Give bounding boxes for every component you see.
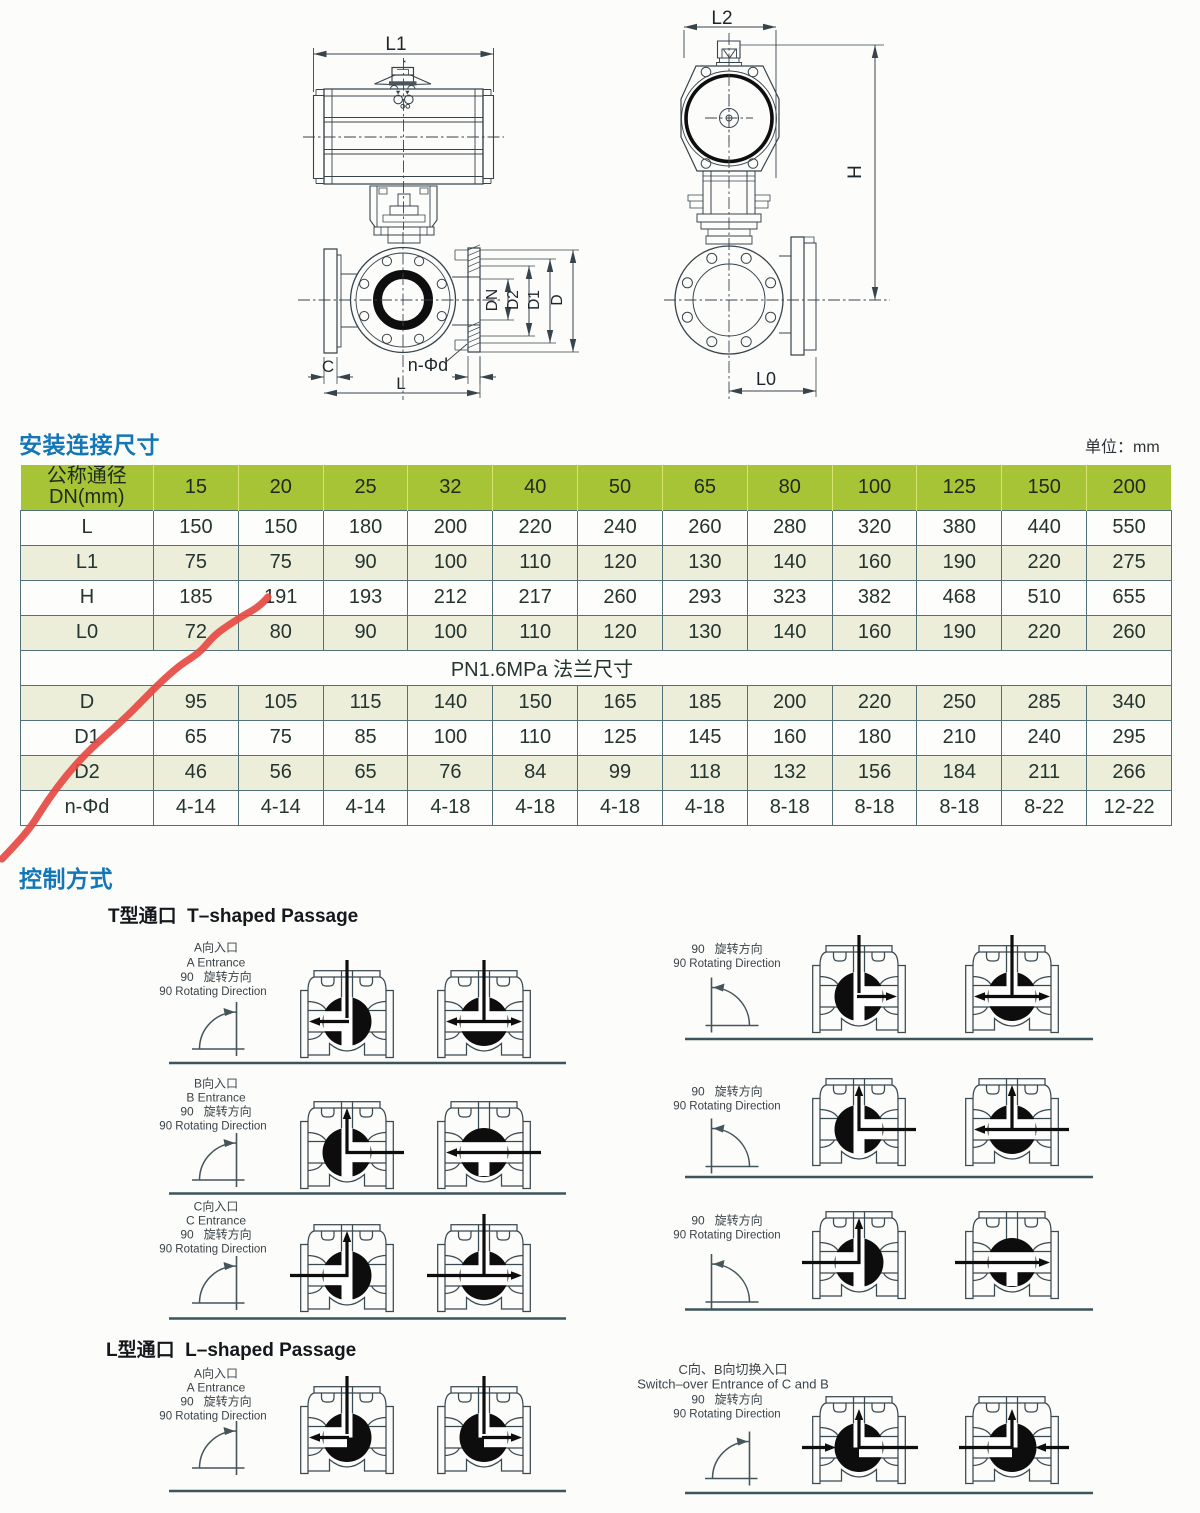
- svg-text:D2: D2: [505, 290, 522, 310]
- svg-text:90 旋转方向: 90 旋转方向: [691, 1392, 762, 1407]
- svg-text:90 Rotating Direction: 90 Rotating Direction: [673, 1101, 780, 1113]
- svg-text:90 旋转方向: 90 旋转方向: [691, 941, 762, 956]
- svg-text:90 Rotating Direction: 90 Rotating Direction: [159, 1121, 266, 1133]
- svg-text:L1: L1: [385, 34, 406, 55]
- svg-text:90 旋转方向: 90 旋转方向: [180, 1227, 251, 1242]
- svg-text:B Entrance: B Entrance: [186, 1091, 246, 1105]
- svg-text:A Entrance: A Entrance: [187, 1381, 246, 1395]
- svg-text:C Entrance: C Entrance: [186, 1214, 246, 1228]
- svg-text:D1: D1: [526, 290, 543, 310]
- svg-text:90 Rotating Direction: 90 Rotating Direction: [673, 1230, 780, 1242]
- svg-text:Switch–over Entrance of C and: Switch–over Entrance of C and B: [637, 1377, 829, 1392]
- svg-text:90 旋转方向: 90 旋转方向: [180, 969, 251, 984]
- svg-text:H: H: [845, 165, 866, 179]
- svg-text:C: C: [322, 357, 334, 376]
- svg-text:n-Φd: n-Φd: [408, 355, 448, 375]
- svg-text:90 Rotating Direction: 90 Rotating Direction: [159, 1244, 266, 1256]
- svg-text:L2: L2: [711, 8, 732, 29]
- svg-text:D: D: [549, 294, 566, 305]
- svg-text:L: L: [396, 374, 405, 393]
- svg-text:B向入口: B向入口: [194, 1076, 238, 1091]
- svg-text:A向入口: A向入口: [194, 1366, 238, 1381]
- svg-text:90 旋转方向: 90 旋转方向: [180, 1394, 251, 1409]
- svg-text:DN: DN: [484, 289, 501, 311]
- svg-text:A Entrance: A Entrance: [187, 956, 246, 970]
- svg-text:90 Rotating Direction: 90 Rotating Direction: [159, 1411, 266, 1423]
- svg-text:90 Rotating Direction: 90 Rotating Direction: [159, 986, 266, 998]
- svg-text:90 旋转方向: 90 旋转方向: [691, 1084, 762, 1099]
- svg-text:C向、B向切换入口: C向、B向切换入口: [678, 1362, 787, 1377]
- svg-text:90 旋转方向: 90 旋转方向: [691, 1213, 762, 1228]
- svg-text:A向入口: A向入口: [194, 940, 238, 955]
- svg-text:90 Rotating Direction: 90 Rotating Direction: [673, 1409, 780, 1421]
- svg-text:90 旋转方向: 90 旋转方向: [180, 1104, 251, 1119]
- svg-text:L0: L0: [756, 369, 776, 389]
- svg-text:90 Rotating Direction: 90 Rotating Direction: [673, 958, 780, 970]
- svg-text:C向入口: C向入口: [194, 1199, 239, 1214]
